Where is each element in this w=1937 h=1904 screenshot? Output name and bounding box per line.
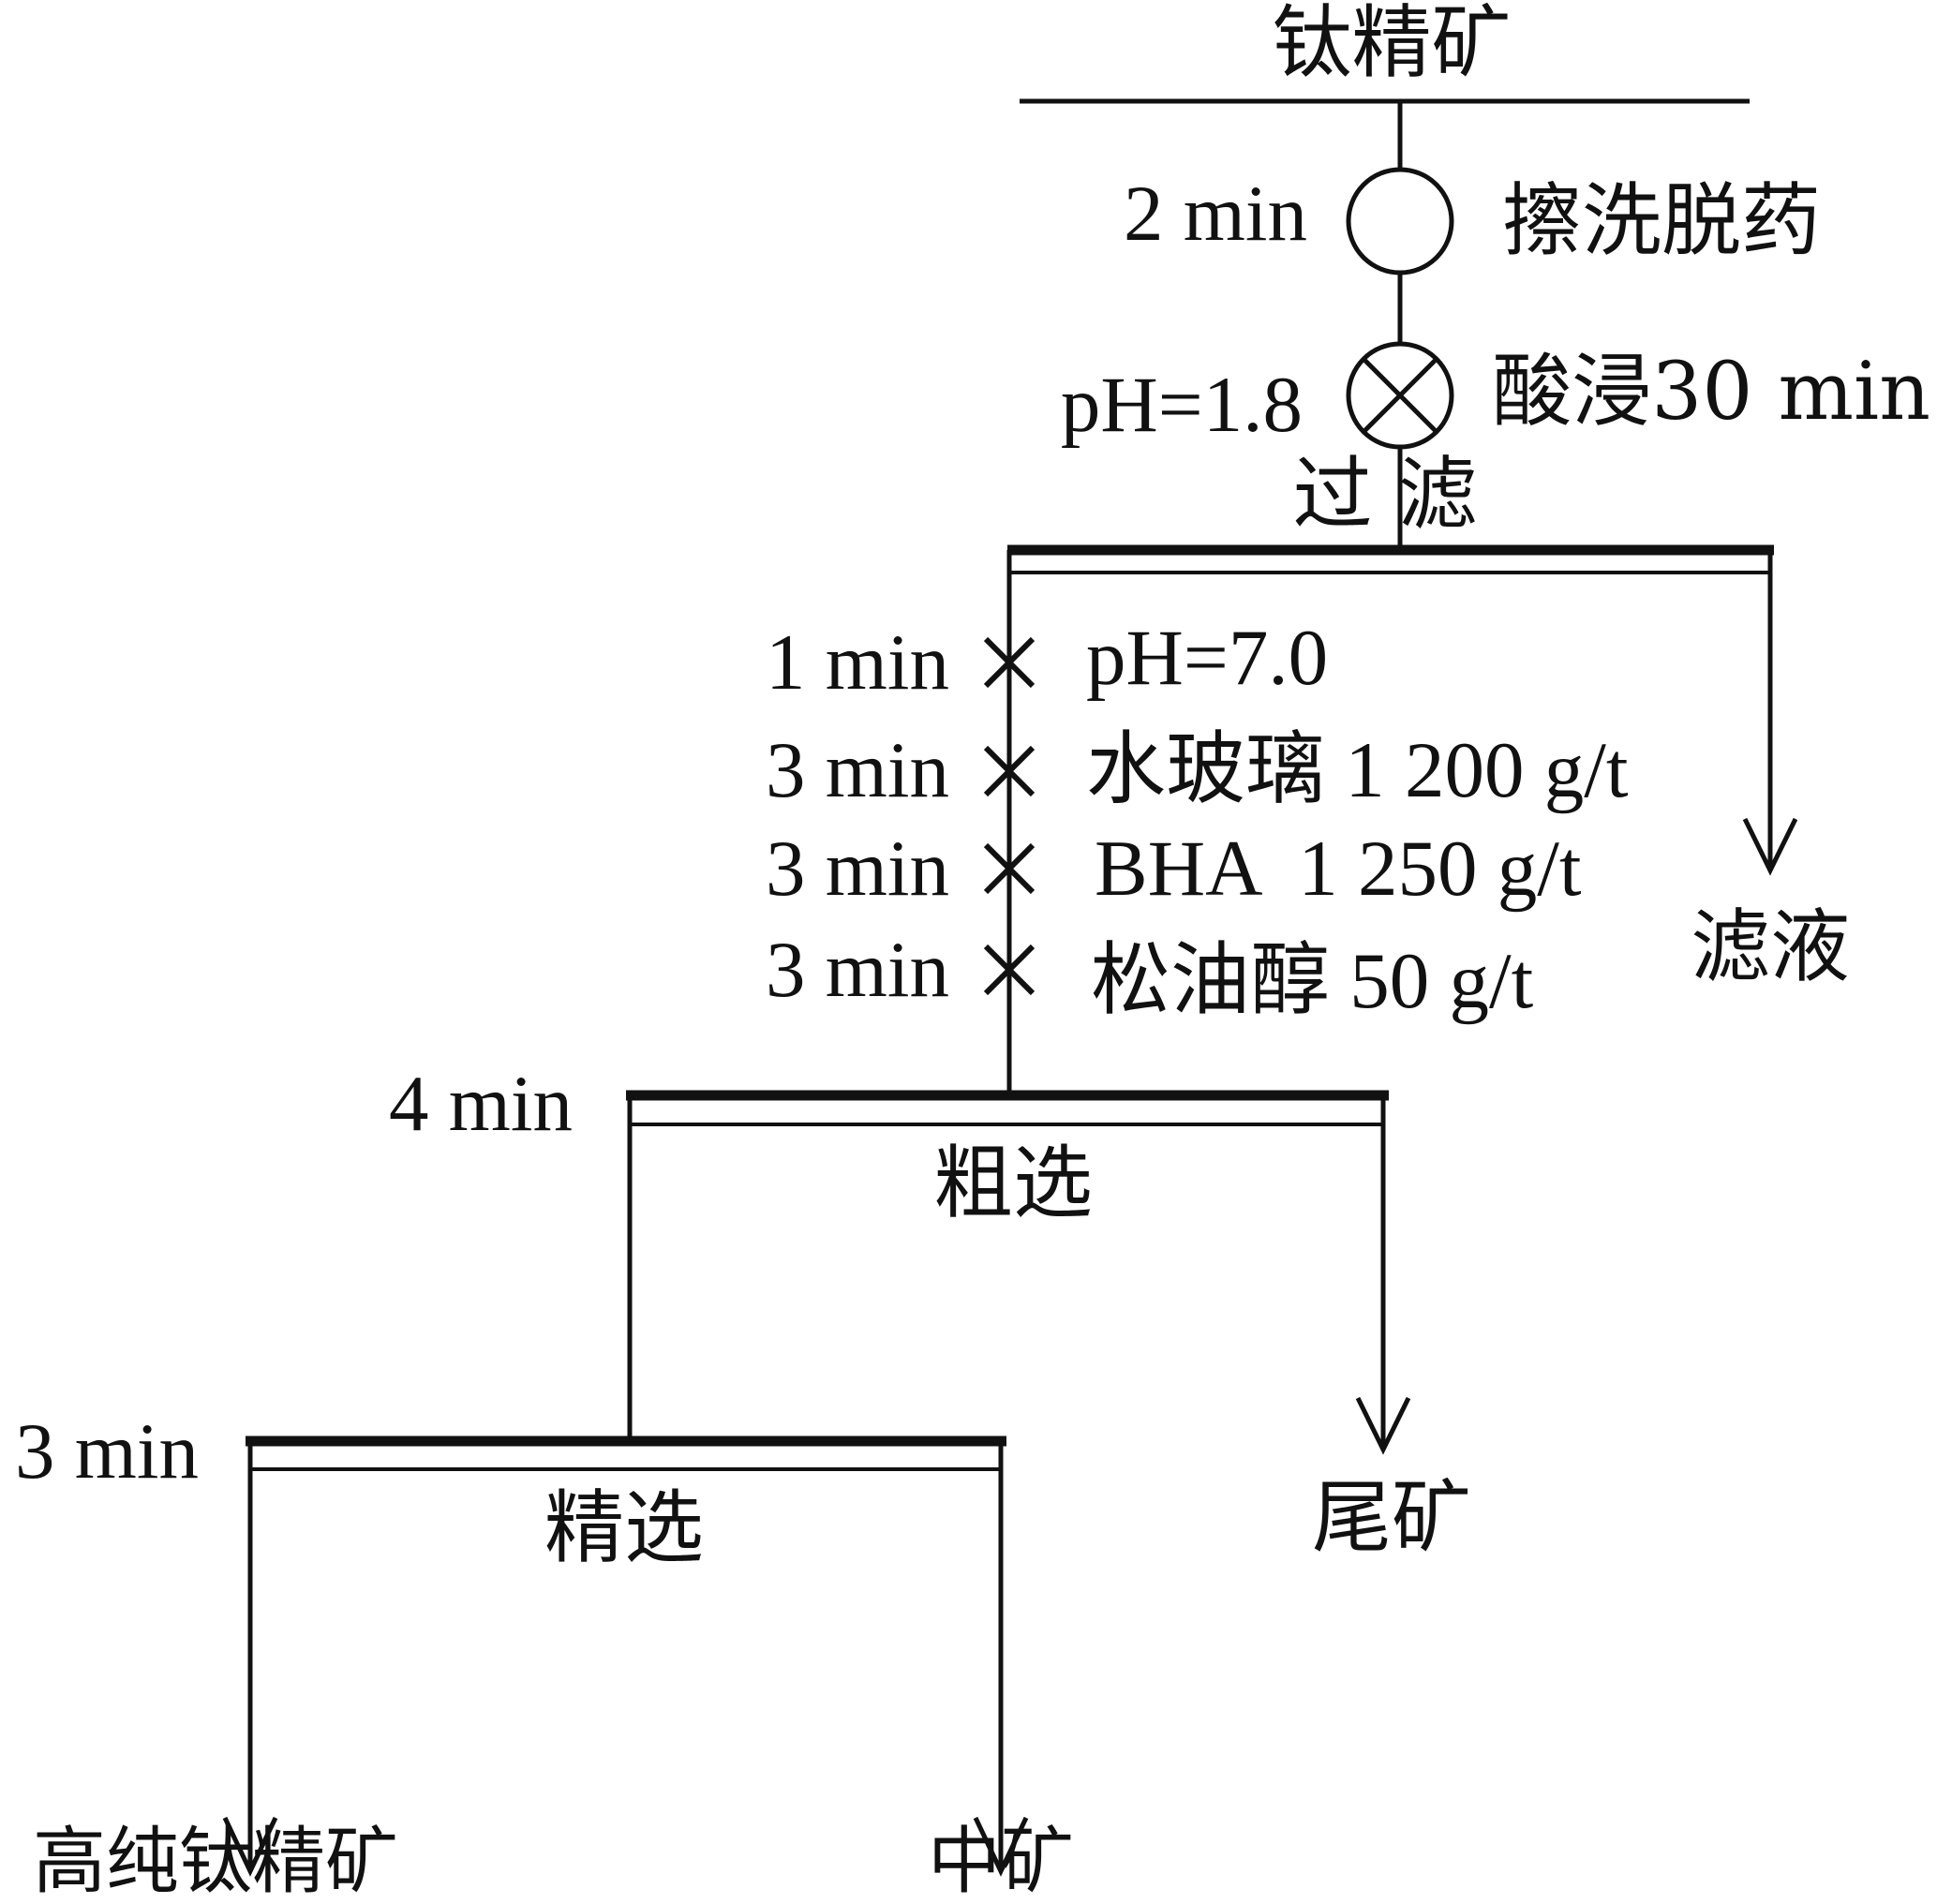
reagent-label-1: pH=7.0: [1086, 614, 1328, 702]
filtration-label: 过 滤: [1292, 449, 1477, 542]
tailings-arrow-icon: [1355, 1396, 1411, 1455]
addition-mark-4b: [983, 944, 1036, 996]
concentrate-arrow-icon: [222, 1816, 278, 1877]
cleaner-time-label: 3 min: [15, 1407, 199, 1495]
conditioning-time-1: 1 min: [766, 618, 949, 707]
addition-mark-2b: [983, 745, 1036, 797]
concentrate-label: 高纯钛精矿: [33, 1820, 399, 1904]
rougher-label: 粗选: [933, 1138, 1093, 1230]
scrub-circle-icon: [1346, 167, 1454, 275]
conditioning-time-3: 3 min: [766, 825, 949, 913]
rougher-time-label: 4 min: [389, 1060, 573, 1148]
reagent-label-4: 松油醇 50 g/t: [1091, 937, 1534, 1025]
filtrate-label: 滤液: [1691, 901, 1850, 994]
filtrate-arrow-icon: [1742, 817, 1798, 876]
leach-mixer-cross-b: [1362, 357, 1438, 434]
cleaner-label: 精选: [544, 1482, 704, 1575]
tailings-label: 尾矿: [1312, 1472, 1471, 1565]
scrub-time-label: 2 min: [1124, 170, 1307, 258]
reagent-label-3: BHA 1 250 g/t: [1095, 825, 1582, 913]
middlings-label: 中矿: [928, 1820, 1075, 1904]
scrub-operation-label: 擦洗脱药: [1502, 175, 1821, 268]
addition-mark-3b: [983, 842, 1036, 895]
leach-ph-label: pH=1.8: [1061, 361, 1303, 449]
conditioning-time-4: 3 min: [766, 926, 949, 1014]
addition-mark-1b: [983, 636, 1036, 689]
conditioning-time-2: 3 min: [766, 726, 949, 814]
leach-operation-label: 酸浸30 min: [1492, 346, 1930, 439]
middlings-arrow-icon: [973, 1816, 1029, 1877]
reagent-label-2: 水玻璃 1 200 g/t: [1086, 726, 1629, 814]
feed-label: 钛精矿: [1272, 0, 1511, 90]
